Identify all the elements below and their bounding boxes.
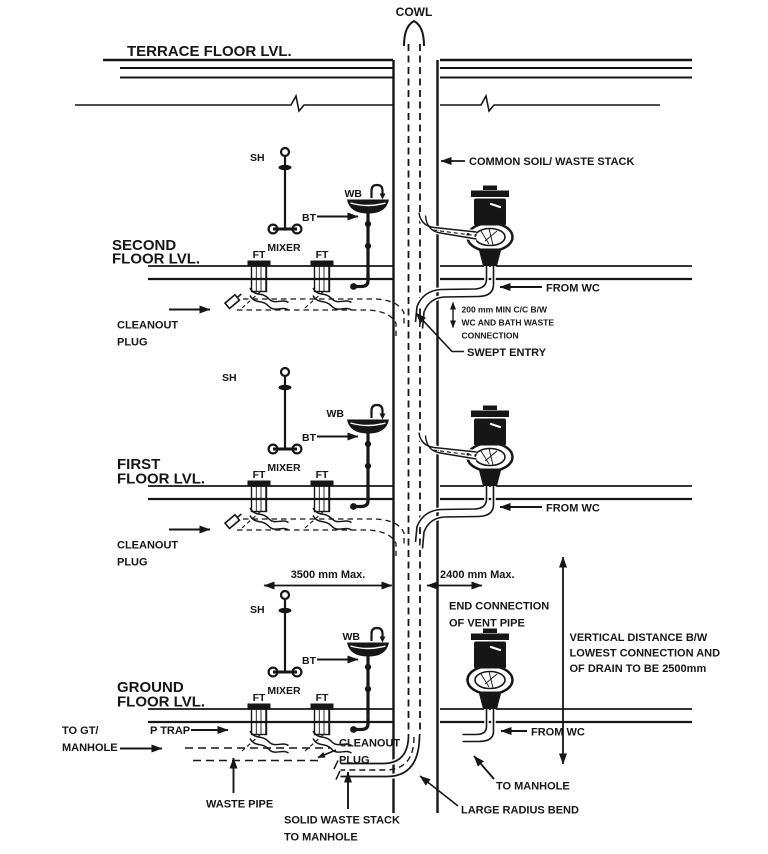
waste-pipe-label: WASTE PIPE bbox=[206, 799, 273, 811]
min-gap-note-line1: 200 mm MIN C/C B/W bbox=[462, 305, 548, 315]
floor-trap-label-first-2: FT bbox=[316, 469, 329, 481]
cleanout-label-ground-line2: PLUG bbox=[339, 755, 370, 767]
shower-label-first: SH bbox=[222, 372, 237, 384]
ground-floor-label-line1: GROUND bbox=[117, 679, 184, 696]
soil-stack bbox=[392, 60, 439, 813]
dim-2400-label: 2400 mm Max. bbox=[440, 569, 515, 581]
cleanout-arrow-ground bbox=[317, 749, 337, 759]
cleanout-label-ground-line1: CLEANOUT bbox=[339, 738, 400, 750]
end-connection-label-line1: END CONNECTION bbox=[449, 601, 549, 613]
vent-pipe bbox=[407, 44, 421, 735]
floor-trap-label-second-1: FT bbox=[253, 249, 266, 261]
solid-waste-label-line1: SOLID WASTE STACK bbox=[284, 815, 400, 827]
cowl-icon bbox=[403, 19, 425, 47]
swept-entry-leader bbox=[415, 312, 464, 353]
p-trap-label: P TRAP bbox=[150, 725, 190, 737]
mixer-label-second: MIXER bbox=[267, 242, 301, 254]
basin-label-ground: WB bbox=[343, 631, 361, 643]
large-radius-bend-leader bbox=[419, 775, 459, 807]
mixer-label-first: MIXER bbox=[267, 462, 301, 474]
swept-entry-label: SWEPT ENTRY bbox=[467, 347, 547, 359]
from-wc-label-second: FROM WC bbox=[546, 283, 600, 295]
bath-label-ground: BT bbox=[302, 655, 317, 667]
mixer-label-ground: MIXER bbox=[267, 685, 301, 697]
bath-label-second: BT bbox=[302, 212, 317, 224]
end-connection-label-line2: OF VENT PIPE bbox=[449, 618, 525, 630]
to-gt-label-line1: TO GT/ bbox=[62, 725, 98, 737]
break-line bbox=[75, 93, 660, 113]
ground-waste-pipe bbox=[185, 747, 330, 762]
to-gt-label-line2: MANHOLE bbox=[62, 742, 118, 754]
terrace-slab bbox=[103, 58, 692, 79]
large-radius-bend-label: LARGE RADIUS BEND bbox=[461, 805, 579, 817]
ground-wc-outlet bbox=[462, 709, 496, 744]
bath-label-first: BT bbox=[302, 432, 317, 444]
basin-label-first: WB bbox=[327, 408, 345, 420]
to-manhole-arrow bbox=[473, 755, 495, 780]
vertical-distance-label-line1: VERTICAL DISTANCE B/W bbox=[570, 632, 708, 644]
stack-label: COMMON SOIL/ WASTE STACK bbox=[469, 156, 634, 168]
cleanout-label-first-line1: CLEANOUT bbox=[117, 540, 178, 552]
floor-trap-label-ground-2: FT bbox=[316, 692, 329, 704]
cleanout-label-first-line2: PLUG bbox=[117, 557, 148, 569]
ground-floor-label-line2: FLOOR LVL. bbox=[117, 694, 205, 711]
terrace-floor-label: TERRACE FLOOR LVL. bbox=[127, 43, 292, 60]
cleanout-label-second-line1: CLEANOUT bbox=[117, 320, 178, 332]
floor-trap-label-second-2: FT bbox=[316, 249, 329, 261]
shower-label-ground: SH bbox=[250, 604, 265, 616]
second-floor-label-line2: FLOOR LVL. bbox=[112, 251, 200, 268]
shower-label-second: SH bbox=[250, 152, 265, 164]
min-gap-note-line3: CONNECTION bbox=[462, 331, 519, 341]
large-radius-bend-pipe bbox=[333, 734, 422, 780]
cleanout-label-second-line2: PLUG bbox=[117, 337, 148, 349]
first-floor-label-line1: FIRST bbox=[117, 456, 160, 473]
floor-trap-label-ground-1: FT bbox=[253, 692, 266, 704]
min-gap-note-line2: WC AND BATH WASTE bbox=[462, 318, 555, 328]
floor-trap-label-first-1: FT bbox=[253, 469, 266, 481]
from-wc-label-first: FROM WC bbox=[546, 503, 600, 515]
to-manhole-label: TO MANHOLE bbox=[496, 781, 570, 793]
dim-3500-label: 3500 mm Max. bbox=[291, 569, 366, 581]
first-floor-label-line2: FLOOR LVL. bbox=[117, 471, 205, 488]
basin-label-second: WB bbox=[345, 188, 363, 200]
vertical-distance-label-line3: OF DRAIN TO BE 2500mm bbox=[570, 663, 707, 675]
solid-waste-label-line2: TO MANHOLE bbox=[284, 832, 358, 844]
vertical-distance-label-line2: LOWEST CONNECTION AND bbox=[570, 648, 721, 660]
from-wc-label-ground: FROM WC bbox=[531, 727, 585, 739]
cowl-label: COWL bbox=[396, 5, 433, 19]
second-floor-label-line1: SECOND bbox=[112, 237, 176, 254]
second-floor-slab bbox=[148, 265, 692, 281]
